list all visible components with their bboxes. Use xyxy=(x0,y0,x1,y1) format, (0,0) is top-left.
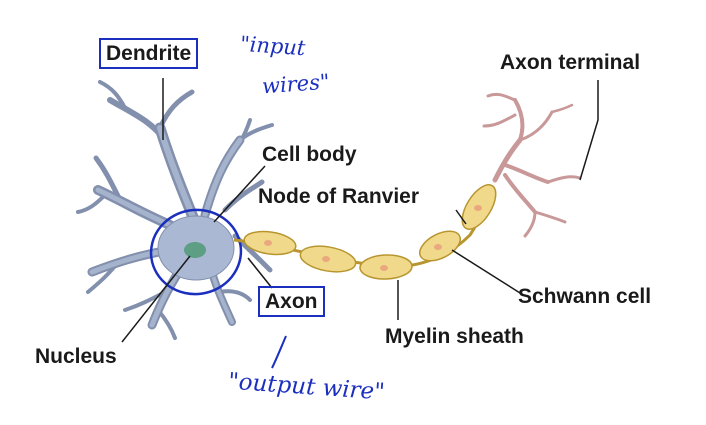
label-axon: Axon xyxy=(258,286,325,317)
annotation-input-wires-line2: wires" xyxy=(261,69,331,99)
label-node-of-ranvier: Node of Ranvier xyxy=(258,185,420,208)
axon-annotation-stroke xyxy=(271,335,287,369)
axon-terminal-branches xyxy=(482,92,582,238)
label-myelin-sheath: Myelin sheath xyxy=(385,325,524,348)
label-nucleus: Nucleus xyxy=(35,345,117,368)
label-dendrite: Dendrite xyxy=(99,38,199,69)
label-cell-body: Cell body xyxy=(262,143,357,166)
nucleus-shape xyxy=(184,242,206,258)
leader-lines xyxy=(121,78,599,343)
dendrite-tree xyxy=(76,80,274,340)
label-schwann-cell: Schwann cell xyxy=(518,285,652,308)
label-axon-terminal: Axon terminal xyxy=(500,51,641,74)
annotation-input-wires-line1: "input xyxy=(239,31,307,61)
schwann-nuclei xyxy=(264,205,482,271)
cell-body-annotation-circle xyxy=(149,208,243,296)
